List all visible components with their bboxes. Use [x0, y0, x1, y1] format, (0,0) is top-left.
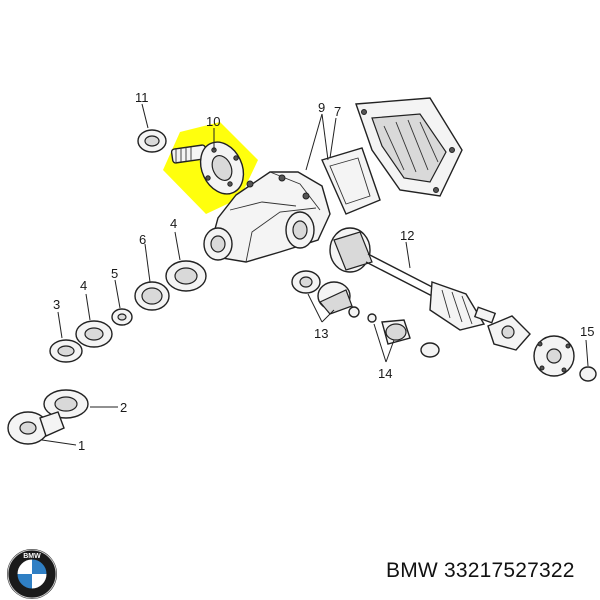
svg-text:BMW: BMW	[23, 553, 41, 560]
part-4-bearing-upper	[165, 260, 207, 292]
part-14-cup	[367, 313, 440, 358]
callout-12: 12	[400, 228, 414, 243]
callout-10: 10	[206, 114, 220, 129]
callout-5: 5	[111, 266, 118, 281]
part-6-ring	[134, 281, 170, 311]
part-4-bearing-lower	[75, 320, 113, 348]
part-2-ring	[43, 389, 89, 419]
callout-3: 3	[53, 297, 60, 312]
part-5-bushing	[111, 308, 133, 326]
part-7-gasket	[321, 147, 381, 215]
part-3-seal	[49, 339, 83, 363]
callout-11: 11	[135, 90, 149, 105]
part-15-hub	[533, 335, 597, 382]
part-11-seal	[137, 129, 167, 153]
callout-4-upper: 4	[170, 216, 177, 231]
part-13-joint	[291, 270, 360, 318]
part-1-flange	[7, 411, 65, 445]
callout-13: 13	[314, 326, 328, 341]
callout-15: 15	[580, 324, 594, 339]
leader-lines	[41, 103, 589, 446]
callout-2: 2	[120, 400, 127, 415]
part-12-drive-shaft	[329, 227, 497, 331]
callout-1: 1	[78, 438, 85, 453]
callout-6: 6	[139, 232, 146, 247]
part-number-label: BMW 33217527322	[386, 559, 575, 582]
part-10-flange	[170, 141, 245, 195]
differential-housing	[203, 171, 331, 263]
part-9-rear-cover	[355, 97, 463, 197]
callout-14: 14	[378, 366, 392, 381]
callout-9: 9	[318, 100, 325, 115]
callout-4-lower: 4	[80, 278, 87, 293]
callout-labels: 11 10 9 7 12 4 6 5 4 3 2 1 13 14 15	[53, 90, 594, 453]
output-flange	[487, 315, 531, 351]
bmw-roundel-icon: BMW	[7, 549, 57, 599]
callout-7: 7	[334, 104, 341, 119]
